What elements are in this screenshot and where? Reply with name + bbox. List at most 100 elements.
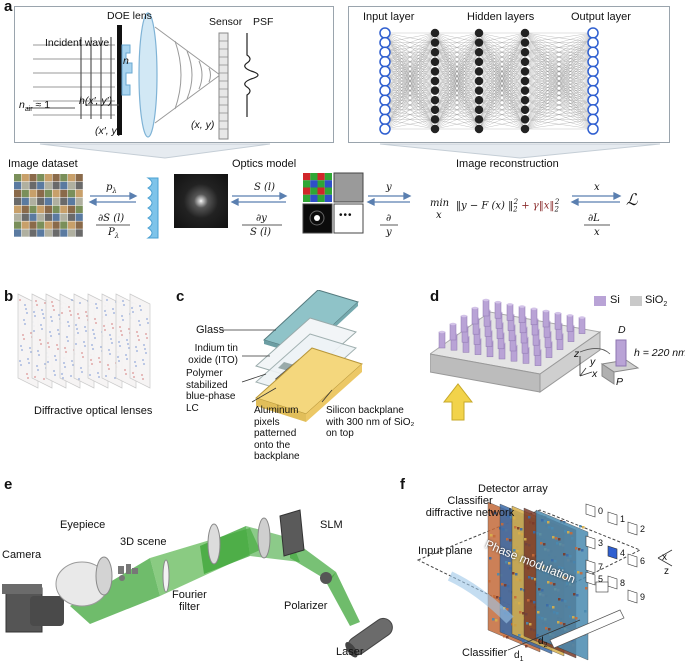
dataset-thumb xyxy=(67,229,76,237)
nn-node xyxy=(587,104,599,116)
dataset-thumb xyxy=(14,229,22,237)
laser-label: Laser xyxy=(336,646,364,658)
nn-node xyxy=(430,124,440,134)
bayer-pixel xyxy=(303,187,311,195)
ellipsis: ••• xyxy=(339,210,353,221)
si-pillar xyxy=(482,299,490,317)
dataset-thumb xyxy=(21,189,29,198)
panel-label-d: d xyxy=(430,288,440,305)
dataset-thumb xyxy=(52,189,60,198)
nn-node xyxy=(587,46,599,58)
dataset-thumb xyxy=(14,213,22,221)
dy2-num: ∂ xyxy=(386,213,392,224)
dataset-thumb xyxy=(44,174,52,182)
bayer-pixel xyxy=(324,180,332,188)
aluminum-label: Aluminum pixels patterned onto the backp… xyxy=(254,405,300,462)
dataset-thumb xyxy=(37,213,45,221)
bayer-pixel xyxy=(310,194,318,202)
nn-node xyxy=(474,28,484,38)
dataset-thumb xyxy=(37,229,45,237)
dataset-thumb xyxy=(37,205,45,213)
x-label-f: x xyxy=(662,552,667,563)
dataset-thumb xyxy=(44,181,52,190)
dataset-thumb xyxy=(52,229,60,237)
output-layer-label: Output layer xyxy=(571,11,631,23)
input-layer-label: Input layer xyxy=(363,11,415,23)
diffractive-lens-stack xyxy=(17,293,151,389)
panel-label-b: b xyxy=(4,288,14,305)
p-lambda: pλ xyxy=(106,182,117,195)
detector-label: 4 xyxy=(620,548,625,558)
nn-node xyxy=(520,105,530,115)
panel-label-c: c xyxy=(176,288,185,305)
detector: 3 xyxy=(585,535,603,550)
nn-node xyxy=(520,76,530,86)
dataset-thumb xyxy=(60,189,68,198)
nn-node xyxy=(379,65,391,78)
optics-model-label: Optics model xyxy=(232,158,297,170)
dy-num: ∂y xyxy=(256,213,267,224)
x-axis-label: x xyxy=(592,368,598,380)
polymer-label: Polymer stabilized blue-phase LC xyxy=(186,368,236,414)
nn-node xyxy=(587,56,599,68)
eyepiece-label: Eyepiece xyxy=(60,519,106,531)
dataset-thumb xyxy=(21,221,29,229)
dataset-thumb xyxy=(75,205,83,213)
si-pillar xyxy=(518,306,526,323)
nn-node xyxy=(587,123,599,135)
dataset-thumb xyxy=(21,205,29,213)
unit-cell-pillar xyxy=(615,339,627,367)
detector-label: 8 xyxy=(620,578,625,588)
dataset-thumb xyxy=(44,205,52,213)
nn-node xyxy=(587,75,599,87)
detector-label: 9 xyxy=(640,592,645,602)
dataset-thumb xyxy=(14,181,22,190)
holographic-setup xyxy=(2,509,393,658)
dataset-thumb xyxy=(37,181,45,190)
nn-node xyxy=(379,94,391,106)
dataset-thumb xyxy=(67,213,76,221)
doe-wavy-icon xyxy=(146,177,159,239)
dataset-thumb xyxy=(52,205,60,213)
lens xyxy=(138,12,158,138)
nn-node xyxy=(520,115,530,124)
camera-label: Camera xyxy=(2,549,42,561)
bayer-pixel xyxy=(317,194,325,202)
d2-label: d2 xyxy=(538,636,548,649)
bayer-pixel xyxy=(324,187,332,195)
detector: 1 xyxy=(607,511,625,526)
nn-node xyxy=(379,27,391,39)
nn-node xyxy=(520,86,530,95)
sio2-swatch xyxy=(630,296,642,306)
nn-node xyxy=(520,67,530,76)
bayer-pixel xyxy=(324,173,332,181)
fourier-filter-label: Fourier filter xyxy=(172,589,207,613)
bayer-pixel xyxy=(310,173,318,181)
detector-label: 6 xyxy=(640,556,645,566)
neural-net-box: Input layer Hidden layers Output layer xyxy=(348,6,670,143)
n-air-label: nair ≈ 1 xyxy=(19,99,51,114)
nn-node xyxy=(520,47,530,57)
bayer-pixel xyxy=(310,180,318,188)
bayer-pixel xyxy=(303,173,311,181)
nn-node xyxy=(379,75,391,87)
dataset-thumb xyxy=(21,174,29,182)
loss-expression: ‖y − F (x) ‖22 + γ‖x‖22 xyxy=(456,198,560,214)
sensor-output-images xyxy=(302,172,364,234)
sensor-column xyxy=(218,32,229,140)
slm-layer-stack xyxy=(220,290,363,422)
nn-node xyxy=(430,28,440,38)
dataset-thumb xyxy=(44,197,52,206)
si-pillar xyxy=(578,317,586,334)
dataset-thumb xyxy=(60,181,68,190)
nn-node xyxy=(587,94,599,106)
nn-node xyxy=(587,65,599,78)
bayer-pixel xyxy=(324,194,332,202)
dataset-thumb xyxy=(29,174,37,182)
dataset-thumb xyxy=(44,189,52,198)
dataset-thumb xyxy=(67,221,76,229)
h-label: h(x′, y′) xyxy=(79,95,113,107)
dataset-thumb xyxy=(75,174,83,182)
dataset-thumb xyxy=(67,189,76,198)
detector: 4 xyxy=(607,545,625,560)
